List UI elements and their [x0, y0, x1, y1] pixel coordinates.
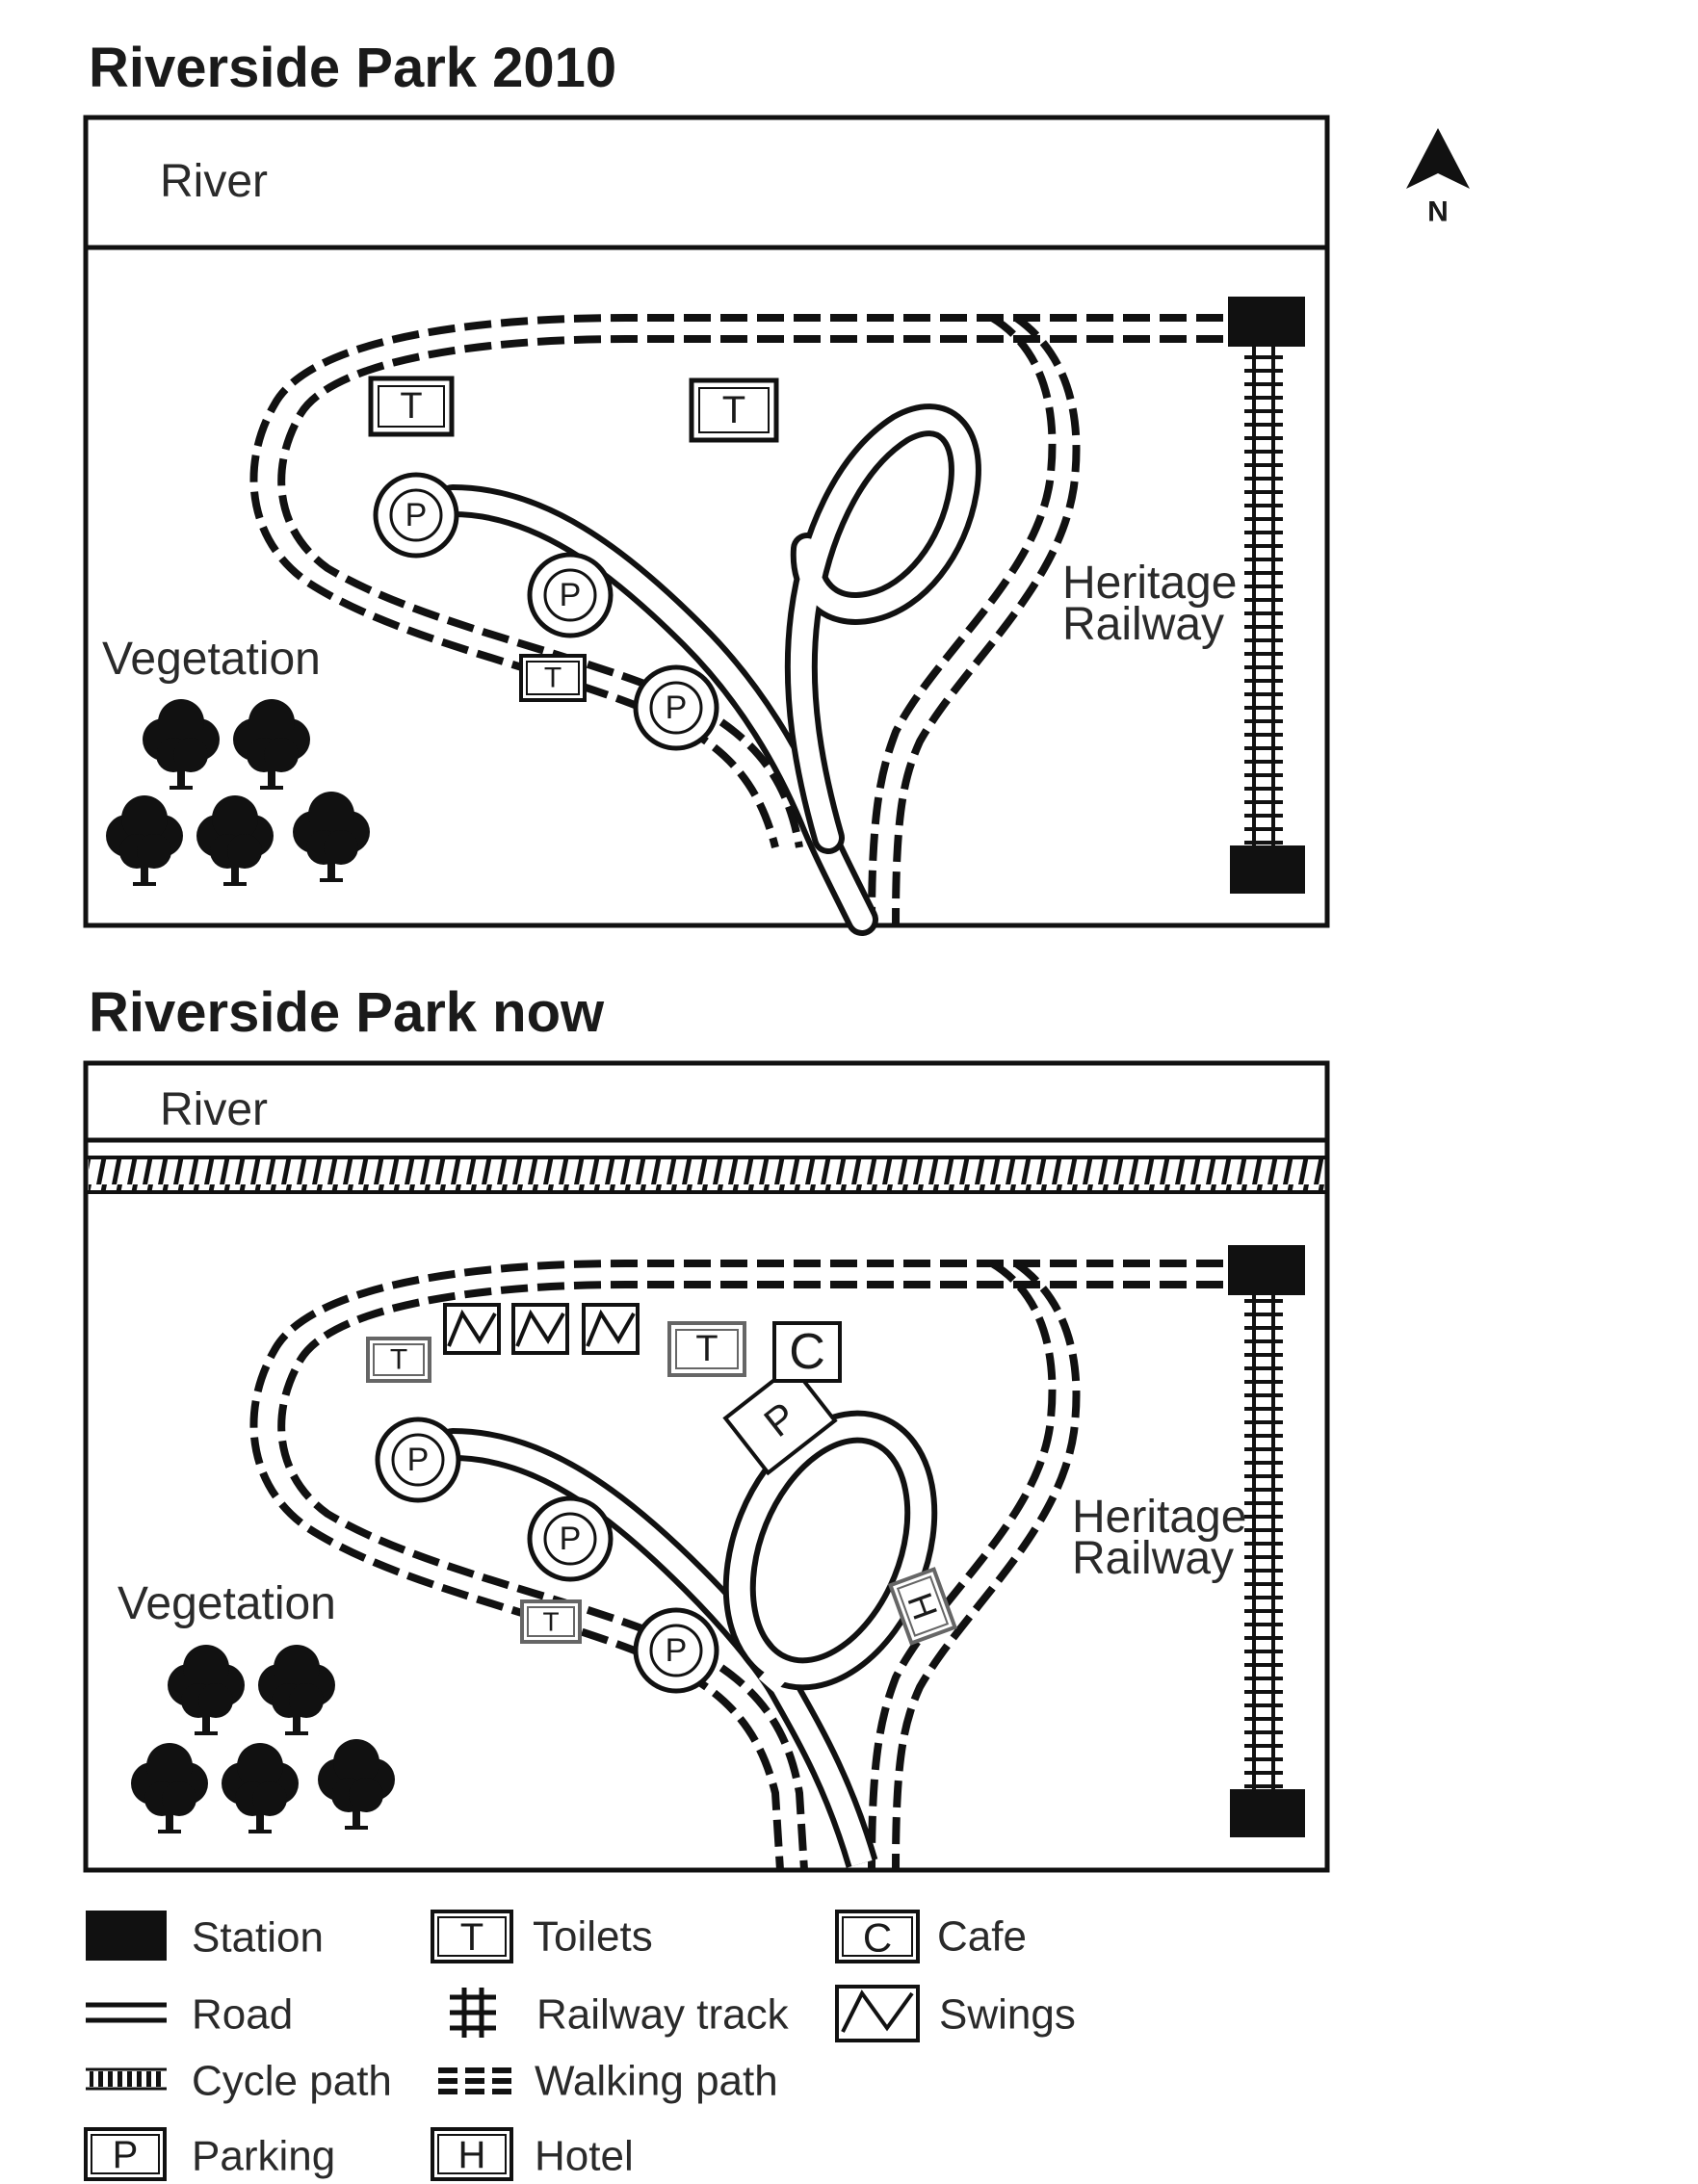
toilet-symbol: T: [695, 1329, 718, 1369]
legend-hotel-label: Hotel: [535, 2133, 634, 2180]
legend-cafe-label: Cafe: [937, 1913, 1027, 1961]
station-south-2010: [1230, 845, 1305, 894]
legend-cafe: C Cafe: [835, 1910, 1027, 1963]
railway-label-now-l1: Heritage: [1072, 1492, 1246, 1543]
heritage-railway-2010: [1228, 297, 1305, 894]
cafe-swatch-symbol: C: [863, 1915, 892, 1961]
parking-symbol: P: [560, 577, 582, 613]
river-label-2010: River: [160, 156, 268, 207]
toilets-now: T T T: [366, 1321, 746, 1644]
legend-walking-path: Walking path: [438, 2058, 778, 2105]
station-swatch: [86, 1911, 167, 1961]
heritage-railway-now: [1228, 1245, 1305, 1837]
railway-label-2010-l2: Railway: [1062, 599, 1224, 650]
legend-railway-track: Railway track: [450, 1988, 790, 2039]
toilet-symbol: T: [544, 663, 562, 694]
hotel-swatch-symbol: H: [458, 2134, 486, 2176]
parking-symbol: P: [560, 1521, 582, 1557]
vegetation-now: [131, 1645, 395, 1833]
vegetation-2010: [106, 699, 370, 886]
vegetation-label-now: Vegetation: [118, 1578, 336, 1629]
toilet-symbol: T: [542, 1607, 559, 1637]
parking-symbol: P: [407, 1442, 430, 1478]
parking-2010: P P P: [373, 472, 719, 751]
toilet-symbol: T: [400, 386, 422, 427]
road-2010: [436, 403, 981, 936]
parking-symbol: P: [666, 1632, 688, 1669]
toilet-symbol: T: [722, 389, 745, 431]
map-frame-2010: [83, 115, 1330, 928]
north-label: N: [1427, 196, 1449, 228]
legend-road-label: Road: [192, 1991, 293, 2039]
toilets-2010: T T T: [368, 376, 779, 702]
river-label-now: River: [160, 1084, 268, 1135]
legend-walking-path-label: Walking path: [535, 2058, 778, 2105]
map-now: Riverside Park now River: [83, 981, 1330, 1873]
station-north-2010: [1228, 297, 1305, 347]
legend-swings: Swings: [835, 1985, 1076, 2042]
cafe-now: C: [772, 1321, 842, 1383]
new-car-park: P: [722, 1363, 838, 1476]
railway-label-now-l2: Railway: [1072, 1533, 1234, 1584]
north-arrow-icon: [1406, 128, 1470, 189]
map-title-now: Riverside Park now: [89, 981, 605, 1044]
legend: Station Road Cycle path P Parking T Toil…: [84, 1910, 1076, 2181]
parking-now: P P P P: [375, 1363, 838, 1694]
map-title-2010: Riverside Park 2010: [89, 37, 616, 99]
map-frame-now: [83, 1060, 1330, 1873]
legend-station: Station: [86, 1911, 324, 1962]
railway-label-2010-l1: Heritage: [1062, 558, 1237, 609]
toilet-symbol: T: [390, 1344, 407, 1376]
legend-parking-label: Parking: [192, 2133, 335, 2180]
legend-cycle-path-label: Cycle path: [192, 2058, 392, 2105]
legend-swings-label: Swings: [939, 1991, 1076, 2039]
map-2010: Riverside Park 2010 River P: [83, 37, 1330, 936]
legend-cycle-path: Cycle path: [86, 2058, 392, 2105]
parking-swatch-symbol: P: [113, 2134, 139, 2176]
legend-station-label: Station: [192, 1914, 324, 1962]
station-south-now: [1230, 1789, 1305, 1837]
legend-toilets-label: Toilets: [533, 1913, 653, 1961]
swings-now: [443, 1303, 640, 1355]
vegetation-label-2010: Vegetation: [102, 634, 321, 685]
cycle-path-now: [86, 1156, 1327, 1194]
legend-parking: P Parking: [84, 2127, 335, 2181]
north-arrow: N: [1406, 128, 1470, 228]
toilet-swatch-symbol: T: [460, 1916, 483, 1959]
parking-symbol: P: [666, 689, 688, 726]
cafe-symbol: C: [789, 1324, 825, 1380]
legend-railway-track-label: Railway track: [536, 1991, 790, 2039]
legend-hotel: H Hotel: [431, 2127, 634, 2181]
legend-road: Road: [86, 1991, 293, 2039]
legend-toilets: T Toilets: [431, 1910, 653, 1963]
road-now: [436, 1410, 938, 1868]
hotel-now: H: [887, 1567, 958, 1646]
parking-symbol: P: [405, 497, 428, 533]
station-north-now: [1228, 1245, 1305, 1295]
